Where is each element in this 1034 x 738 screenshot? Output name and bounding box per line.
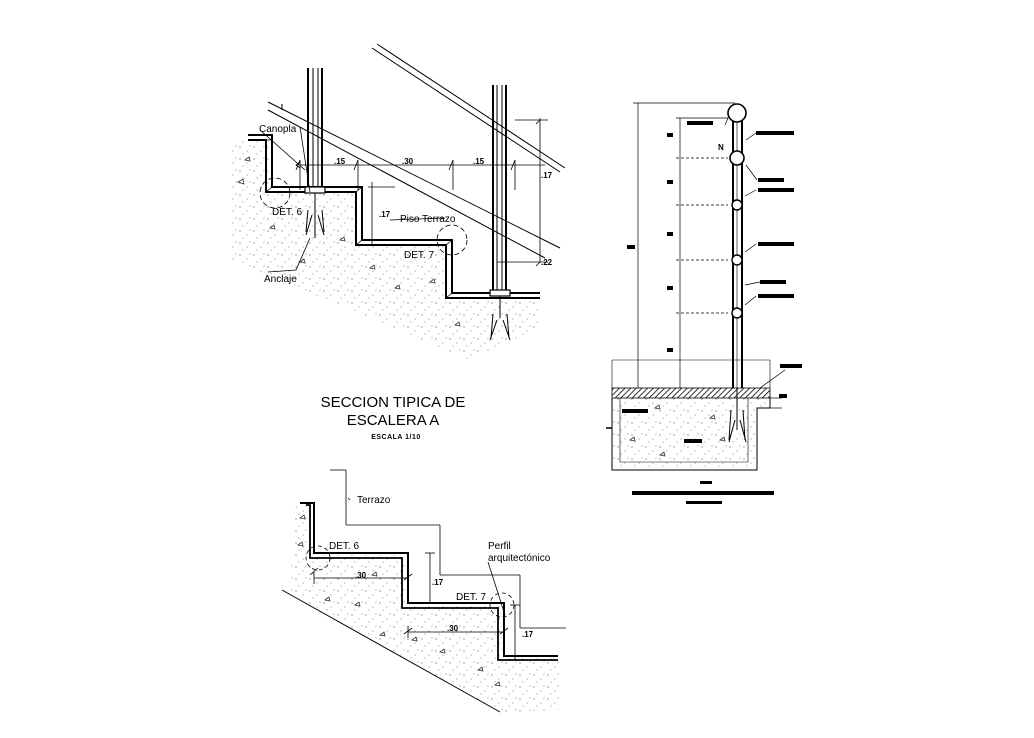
dim-17-b: .17: [522, 630, 534, 639]
top-terrazo-outline: [248, 134, 540, 294]
top-aggregate-marks: [237, 156, 461, 327]
title-line-1: SECCION TIPICA DE: [321, 394, 466, 411]
label-perfil: Perfil: [488, 541, 511, 552]
top-right-post: [489, 85, 511, 341]
top-left-post: [304, 68, 326, 238]
top-det7-circle: [436, 224, 468, 256]
label-canopla: Canopla: [259, 124, 297, 135]
bottom-slab-line: [281, 589, 501, 713]
dim-22: .22: [541, 258, 553, 267]
rail-tube-top: [727, 103, 747, 123]
label-det6-top: DET. 6: [272, 207, 302, 218]
top-stair-section: Canopla DET. 6 Piso Terrazo DET. 7 Ancla…: [230, 43, 566, 360]
right-marker-n: N: [718, 143, 724, 152]
rail-tube-5: [731, 307, 743, 319]
dim-15-right: .15: [473, 157, 485, 166]
top-det6-circle: [259, 177, 291, 209]
bottom-det6-circle: [305, 545, 331, 571]
footing-slab-hatch: [611, 387, 771, 399]
dim-17-a: .17: [432, 578, 444, 587]
section-title: SECCION TIPICA DE ESCALERA A ESCALA 1/10: [321, 394, 466, 441]
label-anclaje: Anclaje: [264, 274, 297, 285]
label-terrazo: Terrazo: [357, 495, 391, 506]
dim-30-b: .30: [447, 624, 459, 633]
bottom-stair-section: Terrazo DET. 6 Perfil arquitectónico DET…: [281, 469, 566, 713]
right-dimension-lines: [633, 102, 786, 409]
right-railing-detail: N: [606, 102, 802, 504]
rail-tube-4: [731, 254, 743, 266]
label-det6-bottom: DET. 6: [329, 541, 359, 552]
label-arquitectonico: arquitectónico: [488, 553, 551, 564]
dim-15-left: .15: [334, 157, 346, 166]
bottom-dimension-lines: [309, 469, 566, 660]
rail-tube-2: [729, 150, 745, 166]
top-handrail: [267, 43, 566, 259]
right-note-bars: [622, 121, 802, 504]
title-line-2: ESCALERA A: [347, 412, 440, 429]
top-concrete-fill: [230, 140, 540, 360]
dim-17-mid: .17: [379, 210, 391, 219]
title-scale: ESCALA 1/10: [371, 434, 421, 441]
dim-30-a: .30: [355, 571, 367, 580]
bottom-aggregate-marks: [297, 514, 501, 687]
dim-30: .30: [402, 157, 414, 166]
label-det7-bottom: DET. 7: [456, 592, 486, 603]
bottom-det7-circle: [489, 592, 515, 618]
top-dimension-lines: [259, 118, 548, 273]
footing-aggregate: [629, 404, 726, 457]
label-det7-top: DET. 7: [404, 250, 434, 261]
rail-tube-3: [731, 199, 743, 211]
dim-17-right: .17: [541, 171, 553, 180]
label-piso-terrazo: Piso Terrazo: [400, 214, 456, 225]
